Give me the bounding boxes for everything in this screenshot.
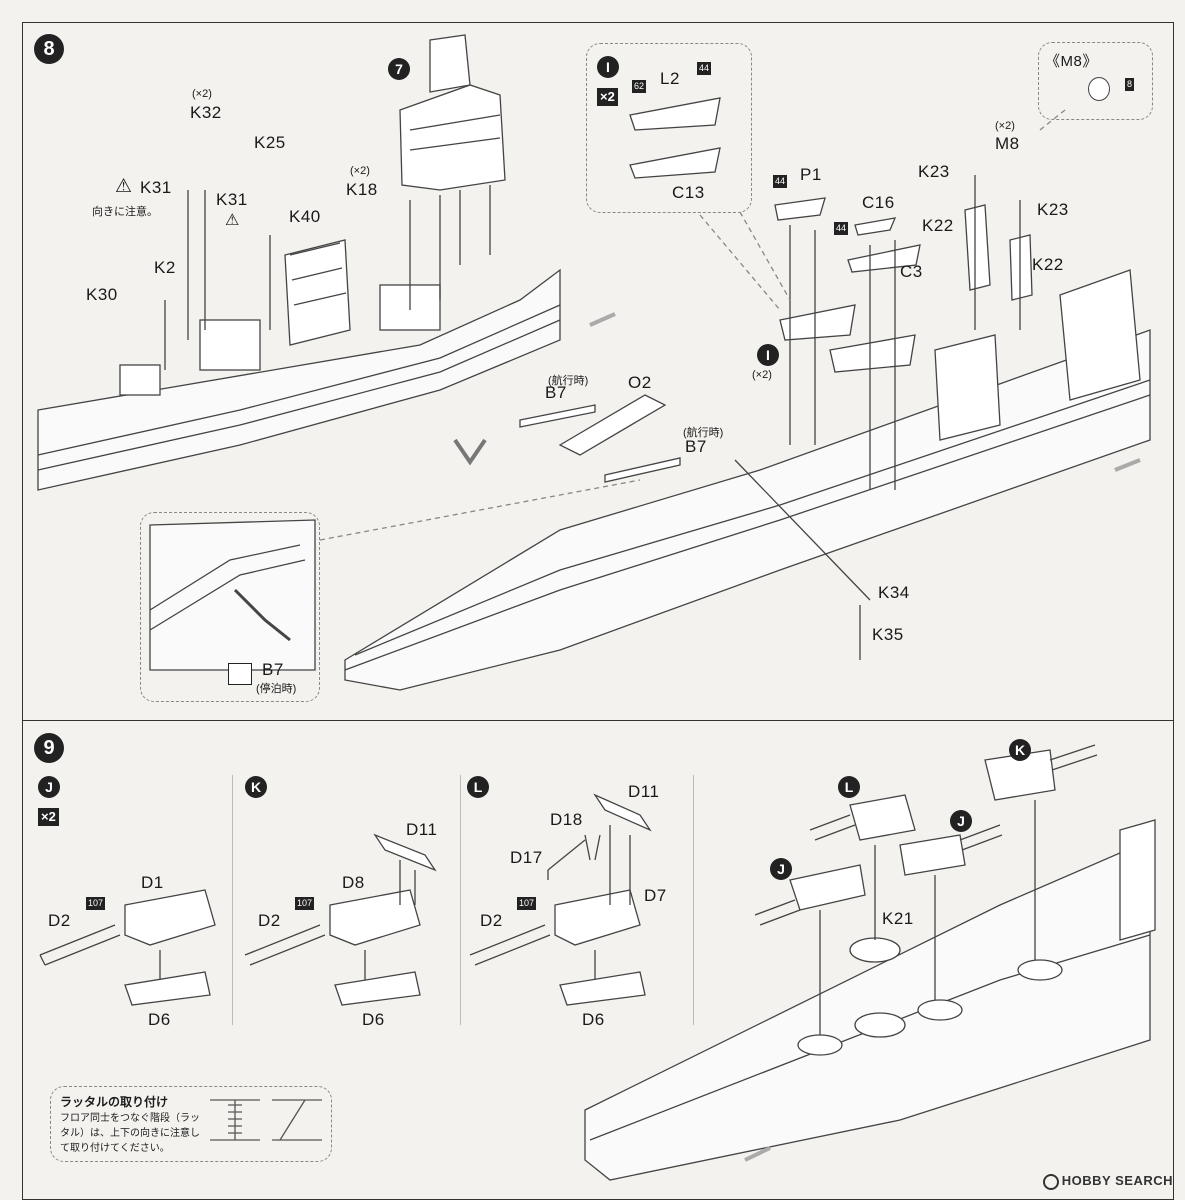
- paint-107-L: 107: [517, 897, 537, 910]
- b7-right-note: (航行時): [683, 427, 724, 439]
- k32-count: (×2): [192, 88, 212, 100]
- part-D1: D1: [141, 873, 164, 892]
- anchor-symbol-icon: [228, 663, 252, 685]
- part-K32: K32: [190, 103, 222, 122]
- paint-107-K: 107: [295, 897, 315, 910]
- m8-paint: 8: [1125, 78, 1135, 91]
- paint-62: 62: [632, 80, 647, 93]
- part-C3: C3: [900, 262, 923, 281]
- hull-J-badge-right: J: [950, 810, 972, 832]
- part-O2: O2: [628, 373, 652, 392]
- subassembly-I-multiplier: ×2: [597, 88, 618, 106]
- hull-J-badge-left: J: [770, 858, 792, 880]
- part-D8: D8: [342, 873, 365, 892]
- part-C13: C13: [672, 183, 705, 202]
- part-D6-J: D6: [148, 1010, 171, 1029]
- k18-count: (×2): [350, 165, 370, 177]
- paint-44: 44: [697, 62, 712, 75]
- part-K25: K25: [254, 133, 286, 152]
- step-9-badge: 9: [34, 733, 64, 763]
- ladder-tip-title: ラッタルの取り付け: [60, 1095, 169, 1109]
- turret-J-multiplier: ×2: [38, 808, 59, 826]
- watermark-text: HOBBY SEARCH: [1061, 1173, 1173, 1189]
- ladder-tip-box: [50, 1086, 332, 1162]
- b7-left-note: (航行時): [548, 375, 589, 387]
- hull-L-badge: L: [838, 776, 860, 798]
- step-divider: [22, 720, 1174, 721]
- b7-inset-note: (停泊時): [256, 683, 297, 695]
- part-K18: K18: [346, 180, 378, 199]
- part-B7-right: B7: [685, 437, 707, 456]
- turret-J-badge: J: [38, 776, 60, 798]
- part-K31-right: K31: [216, 190, 248, 209]
- part-M8: M8: [995, 134, 1020, 153]
- part-K31-left: K31: [140, 178, 172, 197]
- part-K23-left: K23: [918, 162, 950, 181]
- paint-44-c16: 44: [834, 222, 849, 235]
- turret-L-badge: L: [467, 776, 489, 798]
- part-D11-L: D11: [628, 782, 660, 801]
- subassembly-I-badge: I: [597, 56, 619, 78]
- part-C16: C16: [862, 193, 895, 212]
- part-K34: K34: [878, 583, 910, 602]
- column-separator-1: [232, 775, 233, 1025]
- part-D2-J: D2: [48, 911, 71, 930]
- boat-subassembly-box: [586, 43, 752, 213]
- part-K22-left: K22: [922, 216, 954, 235]
- hobby-search-logo-icon: [1042, 1174, 1059, 1190]
- paint-107-J: 107: [86, 897, 106, 910]
- m8-inset-title: 《M8》: [1045, 53, 1098, 70]
- m8-count: (×2): [995, 120, 1015, 132]
- part-K2: K2: [154, 258, 176, 277]
- subassembly-7-badge: 7: [388, 58, 410, 80]
- part-K30: K30: [86, 285, 118, 304]
- part-D2-K: D2: [258, 911, 281, 930]
- m8-part-icon: [1088, 77, 1110, 101]
- subassembly-I-ref-badge: I: [757, 344, 779, 366]
- hull-K-badge: K: [1009, 739, 1031, 761]
- paint-44-p1: 44: [773, 175, 788, 188]
- part-D6-L: D6: [582, 1010, 605, 1029]
- part-K23-right: K23: [1037, 200, 1069, 219]
- b7-inset-box: [140, 512, 320, 702]
- part-B7-left: B7: [545, 383, 567, 402]
- turret-K-badge: K: [245, 776, 267, 798]
- watermark: HOBBY SEARCH: [1042, 1173, 1173, 1190]
- step-8-badge: 8: [34, 34, 64, 64]
- part-L2: L2: [660, 69, 680, 88]
- caution-note: 向きに注意。: [92, 206, 158, 218]
- part-D7: D7: [644, 886, 667, 905]
- column-separator-3: [693, 775, 694, 1025]
- part-D18: D18: [550, 810, 583, 829]
- warning-icon-2: ⚠: [225, 212, 240, 229]
- m8-inset-box: [1038, 42, 1153, 120]
- part-D11-K: D11: [406, 820, 438, 839]
- part-K35: K35: [872, 625, 904, 644]
- i-count: (×2): [752, 369, 772, 381]
- part-K22-right: K22: [1032, 255, 1064, 274]
- part-K21: K21: [882, 909, 914, 928]
- ladder-tip-body: フロア同士をつなぐ階段（ラッタル）は、上下の向きに注意して取り付けてください。: [60, 1113, 200, 1154]
- part-K40: K40: [289, 207, 321, 226]
- part-B7-inset: B7: [262, 660, 284, 679]
- part-D2-L: D2: [480, 911, 503, 930]
- warning-icon: ⚠: [115, 176, 133, 197]
- part-D6-K: D6: [362, 1010, 385, 1029]
- part-P1: P1: [800, 165, 822, 184]
- part-D17: D17: [510, 848, 543, 867]
- column-separator-2: [460, 775, 461, 1025]
